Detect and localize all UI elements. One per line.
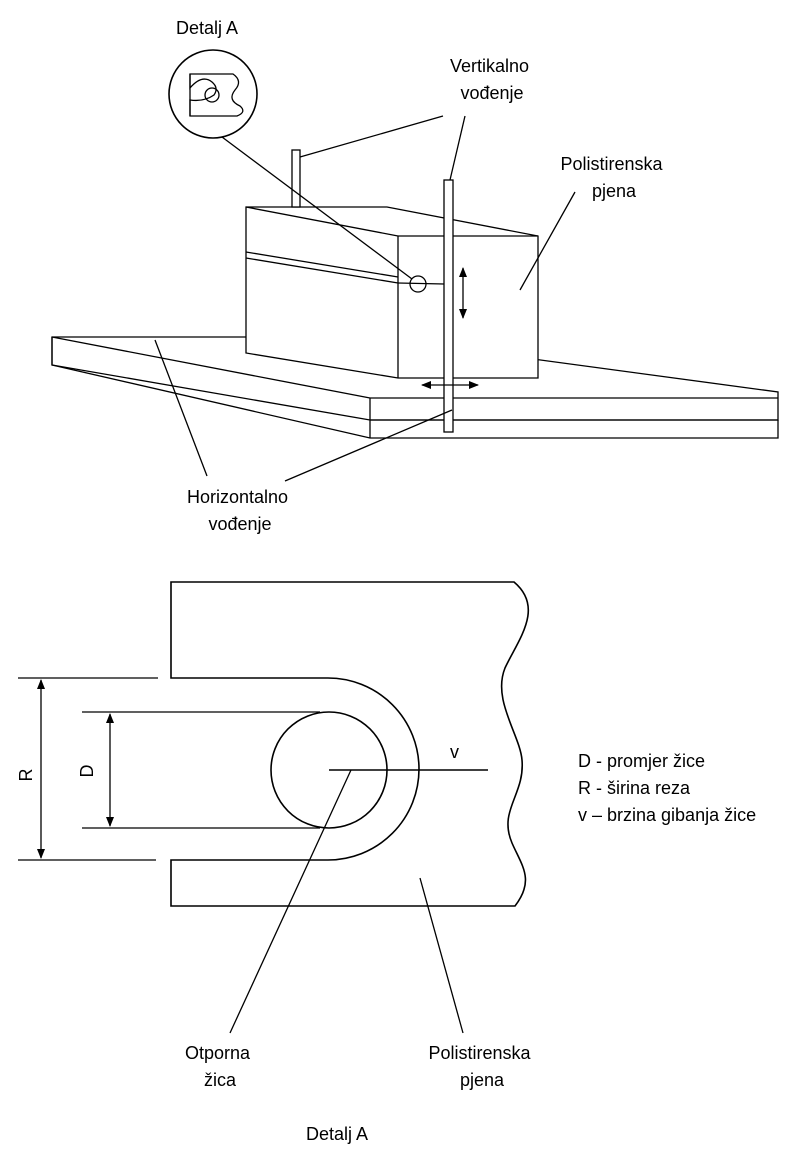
- wire-leader: [229, 769, 352, 1034]
- foam-leader: [519, 191, 576, 291]
- vertical-guide-leader-2: [449, 115, 466, 181]
- detail-a-magnifier: [168, 49, 258, 139]
- vertical-guide-label: Vertikalno vođenje: [450, 56, 534, 103]
- dimension-r-label: R: [16, 769, 36, 782]
- foam-leader-bottom: [419, 877, 464, 1034]
- horizontal-guide-label: Horizontalno vođenje: [187, 487, 293, 534]
- foam-block: [245, 206, 539, 379]
- horizontal-guide-leader-2: [284, 409, 453, 482]
- legend: D - promjer žice R - širina reza v – brz…: [578, 751, 756, 825]
- vertical-guide-leader-1: [299, 115, 444, 158]
- top-figure: Detalj A: [51, 18, 779, 534]
- wire-label: Otporna žica: [185, 1043, 255, 1090]
- detail-a-label: Detalj A: [176, 18, 238, 38]
- foam-body: [170, 581, 530, 907]
- detail-a-leader: [221, 136, 413, 280]
- detail-a-figure: R D v D - promjer žice R - širina reza v…: [16, 581, 756, 1144]
- left-guide-post: [291, 149, 301, 208]
- velocity-label: v: [450, 742, 459, 762]
- caption: Detalj A: [306, 1124, 368, 1144]
- horizontal-guide-leader-1: [154, 339, 208, 477]
- dimension-d-label: D: [77, 765, 97, 778]
- vertical-guide-rod: [443, 179, 454, 433]
- foam-label-top: Polistirenska pjena: [560, 154, 667, 201]
- foam-label-bottom: Polistirenska pjena: [428, 1043, 535, 1090]
